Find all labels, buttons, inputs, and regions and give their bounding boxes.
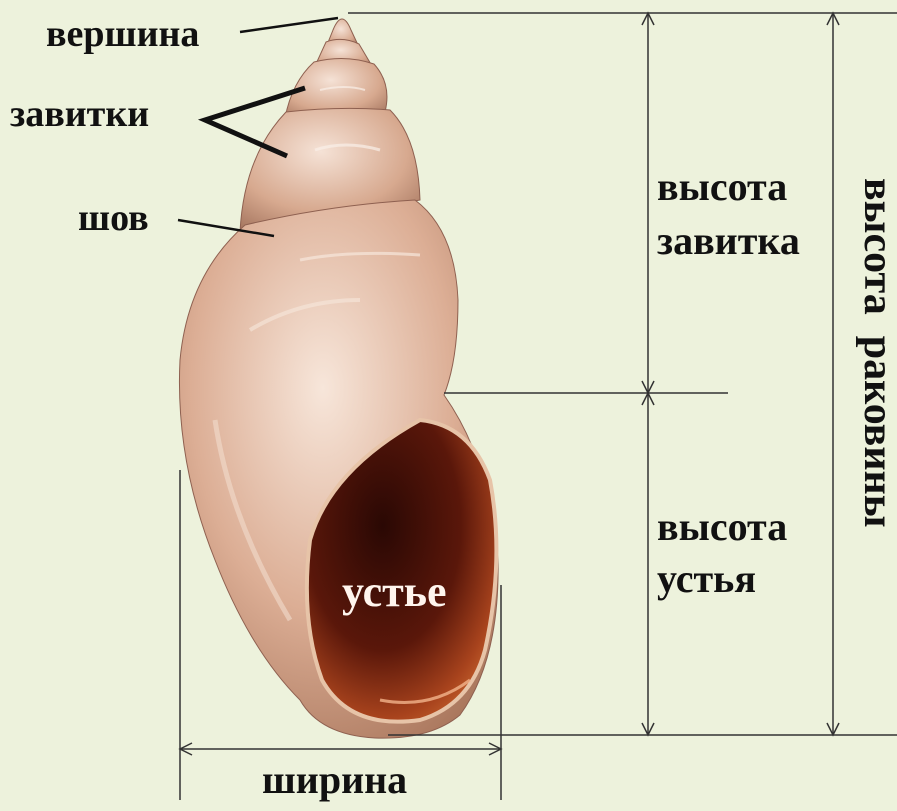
apex-label: вершина (46, 13, 199, 55)
apex-pointer (240, 18, 338, 32)
aperture-label: устье (342, 567, 447, 616)
suture-label: шов (78, 197, 149, 239)
aperture-height-label-line2: устья (657, 556, 756, 601)
shell-height-label: высота раковины (855, 178, 897, 528)
shell (179, 19, 498, 738)
aperture-height-label-line1: высота (657, 504, 787, 549)
whorls-label: завитки (10, 93, 149, 135)
width-label: ширина (262, 757, 407, 802)
spire-height-label-line1: высота (657, 164, 787, 209)
spire-height-label-line2: завитка (657, 218, 800, 263)
